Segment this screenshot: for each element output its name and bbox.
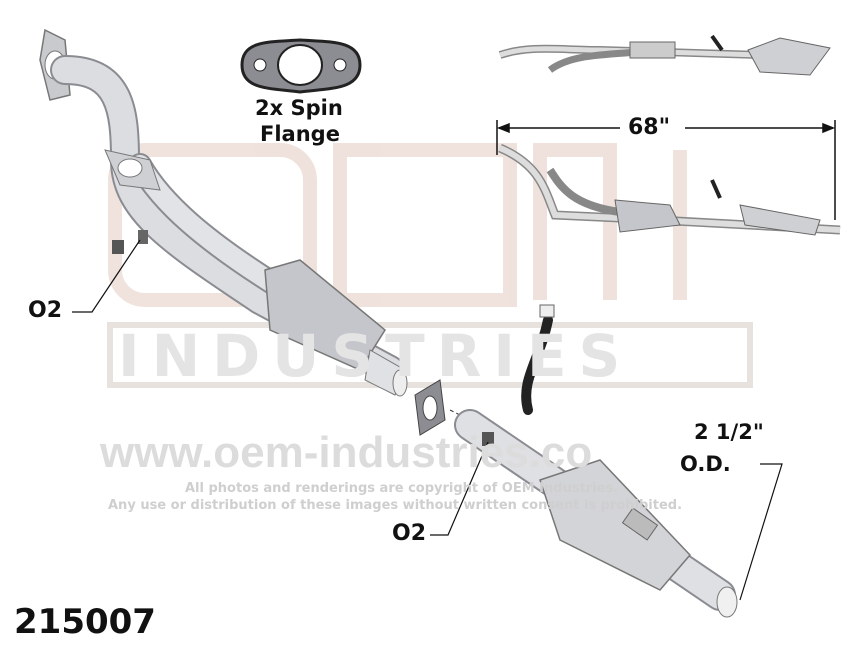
spin-flange-icon [240,38,362,94]
rear-catalytic-converter [539,459,692,591]
leader-lines [72,239,783,601]
o2-label-upper: O2 [28,298,63,323]
watermark-copyright-line2: Any use or distribution of these images … [108,498,683,513]
watermark-copyright-line1: All photos and renderings are copyright … [185,481,619,496]
alignment-line [449,409,471,421]
o2-sensor-upper [112,230,148,254]
flange-label-line2: Flange [260,122,340,146]
mid-flange [104,149,161,191]
gasket [414,379,446,436]
watermark-url: www.oem-industries.co [100,428,593,477]
length-dimension-label: 68" [628,115,671,140]
dimension-line [496,120,836,220]
flange-label-line1: 2x Spin [255,96,343,120]
watermark-industries: INDUSTRIES [118,322,633,390]
assembly-top-view [498,34,831,76]
assembly-side-view [498,143,841,236]
outlet-opening [716,586,738,618]
part-number: 215007 [14,602,156,642]
vacuum-hose [521,304,555,415]
o2-sensor-lower [482,432,494,446]
diameter-label-line2: O.D. [680,452,731,476]
o2-label-lower: O2 [392,521,427,546]
diameter-label-line1: 2 1/2" [694,420,764,444]
front-catalytic-converter [264,259,408,397]
